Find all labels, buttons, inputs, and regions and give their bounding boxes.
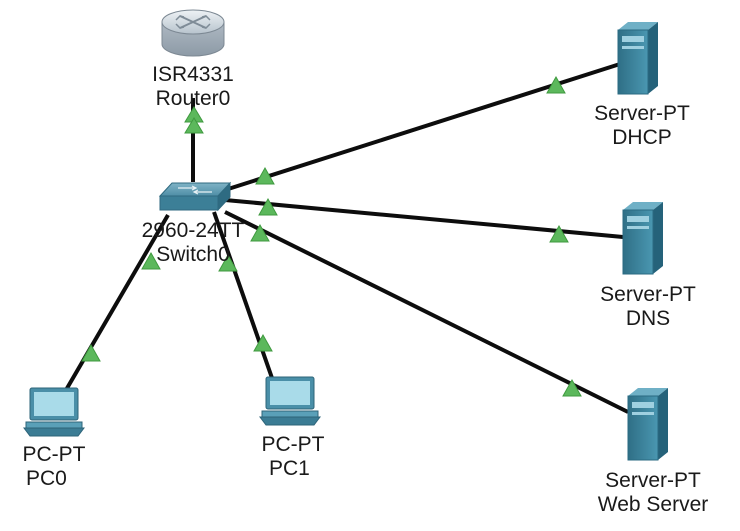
dhcp-server-icon[interactable] (617, 22, 658, 95)
web-server-icon[interactable] (627, 388, 668, 461)
router-name: Router0 (155, 87, 231, 110)
dns-server-name: DNS (625, 307, 671, 330)
web-server-label: Server-PT Web Server (585, 469, 721, 517)
link-up-indicator (549, 224, 569, 243)
link-up-indicator (141, 251, 161, 270)
link-up-indicator (258, 197, 278, 216)
switch-label: 2960-24TT Switch0 (128, 219, 258, 267)
web-server-name: Web Server (597, 493, 709, 516)
link-up-indicator (250, 223, 270, 242)
dns-server-icon[interactable] (622, 202, 663, 275)
dns-server-label: Server-PT DNS (588, 283, 708, 331)
dns-server-model: Server-PT (600, 283, 696, 306)
link-switch-dns[interactable] (224, 198, 624, 239)
dhcp-server-name: DHCP (612, 126, 672, 149)
router-icon[interactable] (161, 9, 225, 57)
pc1-model: PC-PT (261, 433, 325, 456)
router-model: ISR4331 (152, 63, 234, 86)
link-up-indicator (562, 378, 582, 397)
dhcp-server-model: Server-PT (594, 102, 690, 125)
link-up-indicator (184, 117, 204, 134)
link-switch-dhcp[interactable] (224, 62, 621, 192)
links (64, 62, 629, 414)
pc1-name: PC1 (269, 457, 310, 480)
pc0-icon[interactable] (23, 387, 85, 437)
link-up-indicator (218, 253, 238, 272)
link-up-indicator (81, 343, 101, 362)
link-status-indicators (81, 75, 582, 397)
dhcp-server-label: Server-PT DHCP (582, 102, 702, 150)
link-up-indicator (255, 166, 275, 185)
pc0-name: PC0 (26, 467, 67, 490)
pc1-icon[interactable] (259, 376, 321, 426)
link-switch-webserver[interactable] (224, 210, 629, 414)
pc0-model: PC-PT (22, 443, 86, 466)
web-server-model: Server-PT (605, 469, 701, 492)
pc1-label: PC-PT PC1 (243, 433, 343, 481)
link-up-indicator (253, 333, 273, 352)
link-up-indicator (546, 75, 566, 94)
switch-name: Switch0 (156, 243, 230, 266)
switch-icon[interactable] (158, 181, 232, 212)
pc0-label: PC-PT PC0 (4, 443, 104, 491)
router-label: ISR4331 Router0 (143, 63, 243, 111)
switch-model: 2960-24TT (141, 219, 245, 242)
